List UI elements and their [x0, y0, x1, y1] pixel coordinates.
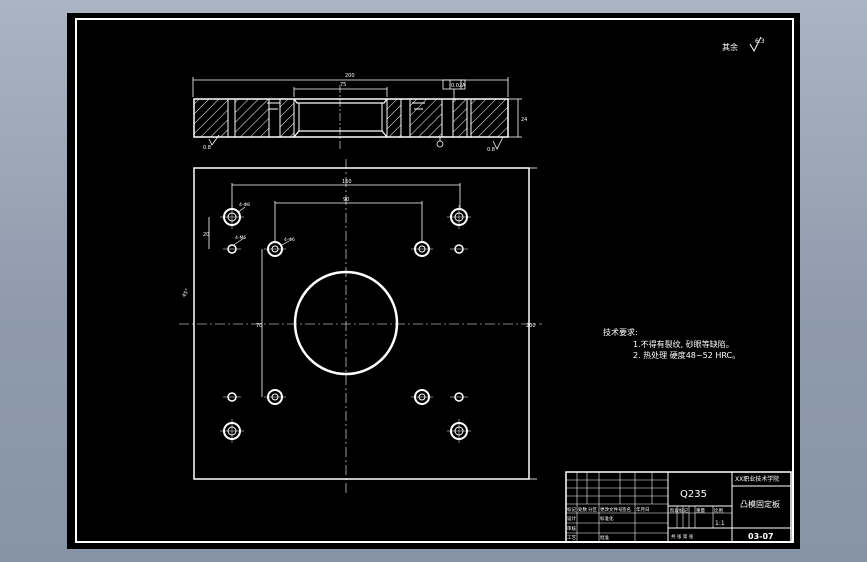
dim-center: 70 — [256, 323, 262, 329]
tech-item-1: 1.不得有裂纹, 砂眼等缺陷。 — [633, 339, 734, 349]
svg-text:工艺: 工艺 — [567, 535, 576, 541]
plan-view: 160 90 20 70 200 45° 4-Φ8 4-M6 4-Φ6 — [179, 159, 542, 495]
material: Q235 — [680, 489, 707, 500]
hole-cb-br — [447, 419, 471, 443]
hole-m-bl — [264, 389, 286, 405]
roughness-icon — [749, 36, 762, 53]
svg-text:重量: 重量 — [696, 507, 705, 514]
svg-text:分区: 分区 — [588, 506, 597, 513]
svg-text:比例: 比例 — [714, 507, 723, 514]
dim-inner-width: 90 — [343, 197, 349, 203]
plate-outline — [193, 167, 530, 480]
cad-drawing: 其余 6.3 200 75 0.02 A — [75, 18, 794, 543]
drawing-number: 03-07 — [748, 532, 774, 541]
svg-text:设计: 设计 — [567, 515, 576, 522]
svg-text:6.3: 6.3 — [755, 38, 765, 45]
hole-note-1: 4-Φ8 — [239, 202, 250, 208]
tech-item-2: 2. 热处理 硬度48~52 HRC。 — [633, 350, 740, 360]
hole-m-br — [411, 389, 433, 405]
drawing-border — [75, 18, 794, 543]
svg-text:年月日: 年月日 — [636, 506, 650, 513]
svg-text:更改文件号: 更改文件号 — [600, 506, 623, 513]
part-name: 凸模固定板 — [740, 499, 780, 509]
roughness-icon — [208, 134, 220, 146]
hole-cb-tr — [447, 205, 471, 229]
drawing-sheet: 其余 6.3 200 75 0.02 A — [67, 13, 800, 549]
svg-text:处数: 处数 — [578, 506, 587, 513]
hole-note-3: 4-Φ6 — [284, 237, 295, 243]
svg-text:共 张 第 张: 共 张 第 张 — [671, 533, 694, 540]
angle-label: 45° — [181, 287, 191, 298]
roughness-note: 其余 6.3 — [722, 36, 765, 53]
svg-text:其余: 其余 — [722, 42, 738, 52]
tech-requirements: 技术要求: 1.不得有裂纹, 砂眼等缺陷。 2. 热处理 硬度48~52 HRC… — [603, 327, 740, 360]
dim-center-bore: 75 — [340, 82, 346, 88]
svg-text:批准: 批准 — [600, 534, 609, 541]
hole-s-r1 — [450, 244, 468, 254]
tech-heading: 技术要求: — [603, 327, 638, 337]
title-block-text: XX职业技术学院 Q235 凸模固定板 03-07 1:1 标记 处数 分区 更… — [567, 475, 780, 541]
title-block — [565, 471, 792, 543]
scale-value: 1:1 — [715, 520, 725, 527]
hole-cb-bl — [220, 419, 244, 443]
roughness-icon — [492, 136, 504, 150]
svg-text:标记: 标记 — [567, 506, 576, 513]
svg-text:签名: 签名 — [622, 506, 631, 513]
svg-text:阶段标记: 阶段标记 — [670, 507, 688, 514]
hole-s-l2 — [223, 392, 241, 402]
hole-m-tr — [411, 241, 433, 257]
dim-hole-spacing: 20 — [203, 232, 209, 238]
section-view: 200 75 0.02 A 24 — [192, 73, 527, 153]
dim-width: 160 — [342, 179, 352, 185]
dim-thickness: 24 — [521, 117, 527, 123]
school-name: XX职业技术学院 — [735, 475, 779, 483]
svg-text:标准化: 标准化 — [600, 515, 614, 522]
dim-overall-length: 200 — [345, 73, 355, 79]
svg-text:审核: 审核 — [567, 525, 576, 532]
hole-m-tl — [264, 241, 286, 257]
svg-text:0.8: 0.8 — [203, 145, 211, 151]
hole-note-2: 4-M6 — [235, 235, 246, 241]
center-bore-circle — [293, 270, 399, 376]
svg-text:0.8: 0.8 — [487, 147, 495, 153]
dim-height: 200 — [526, 323, 536, 329]
hole-cb-tl — [220, 205, 244, 229]
feature-frame-value: 0.02 — [451, 83, 462, 89]
hole-s-l1 — [223, 244, 241, 254]
datum-marker-icon — [436, 140, 444, 148]
hole-s-r2 — [450, 392, 468, 402]
feature-frame-datum: A — [462, 83, 466, 89]
